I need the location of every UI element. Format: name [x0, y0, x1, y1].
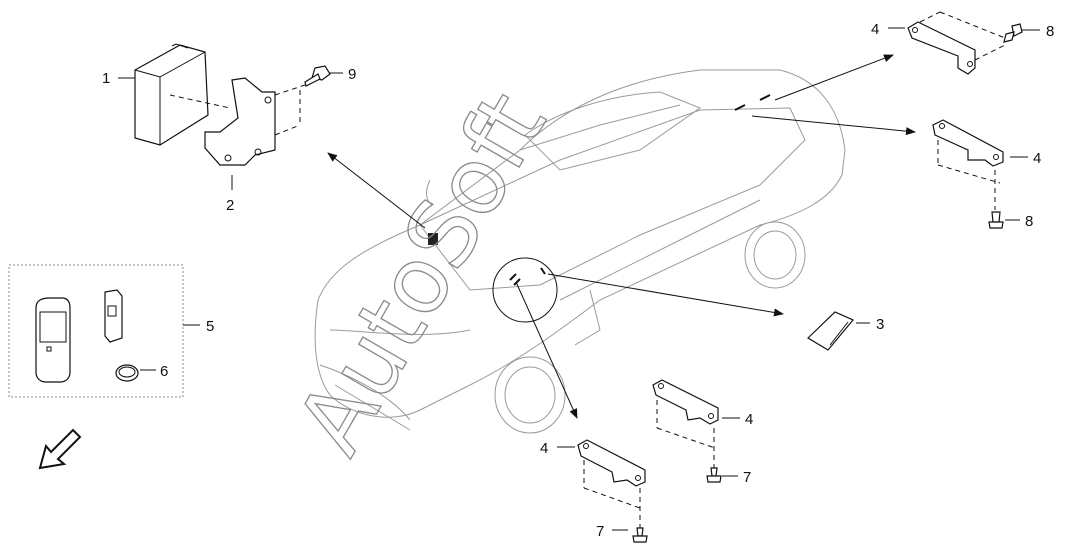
part-1-control-module: [118, 43, 231, 146]
part-8-bolt-top: [1003, 23, 1040, 43]
callout-1: 1: [102, 70, 110, 87]
console-detail-circle: [492, 257, 558, 323]
callout-4-top: 4: [871, 21, 879, 38]
dash-mount-mark: [428, 233, 438, 245]
callout-6: 6: [160, 363, 168, 380]
callout-8-right: 8: [1025, 213, 1033, 230]
callout-4-bottom: 4: [540, 440, 548, 457]
part-2-bracket: [204, 77, 306, 190]
emergency-key-icon: [104, 289, 123, 343]
coin-battery-icon: [115, 364, 156, 382]
part-4-bracket-right: [932, 119, 1028, 210]
part-4-bracket-middle: [652, 379, 740, 468]
callout-numbers: 1 2 3 4 4 4 4 5 6 7 7 8 8 9: [102, 21, 1054, 540]
watermark: AutoSoft: [276, 75, 568, 472]
callout-9: 9: [348, 66, 356, 83]
part-9-bolt: [304, 65, 343, 87]
part-7-bolt-bottom: [612, 527, 648, 543]
part-4-bracket-top: [888, 11, 1006, 75]
callout-5: 5: [206, 318, 214, 335]
svg-text:AutoSoft: AutoSoft: [276, 75, 566, 471]
callout-2: 2: [226, 197, 234, 214]
callout-3: 3: [876, 316, 884, 333]
leader-arrows: [327, 54, 916, 419]
vehicle-outline: [314, 69, 846, 434]
callout-4-right: 4: [1033, 150, 1041, 167]
key-fob-icon: [35, 297, 71, 383]
part-8-bolt-right: [988, 211, 1020, 229]
front-direction-arrow-icon: [38, 428, 82, 470]
part-5-key-kit-box: [8, 264, 200, 398]
part-3-sensor: [807, 311, 870, 351]
callout-4-middle: 4: [745, 411, 753, 428]
part-7-bolt-middle: [706, 467, 738, 483]
callout-8-top: 8: [1046, 23, 1054, 40]
callout-7-bottom: 7: [596, 523, 604, 540]
part-4-bracket-bottom: [557, 439, 646, 528]
callout-7-middle: 7: [743, 469, 751, 486]
